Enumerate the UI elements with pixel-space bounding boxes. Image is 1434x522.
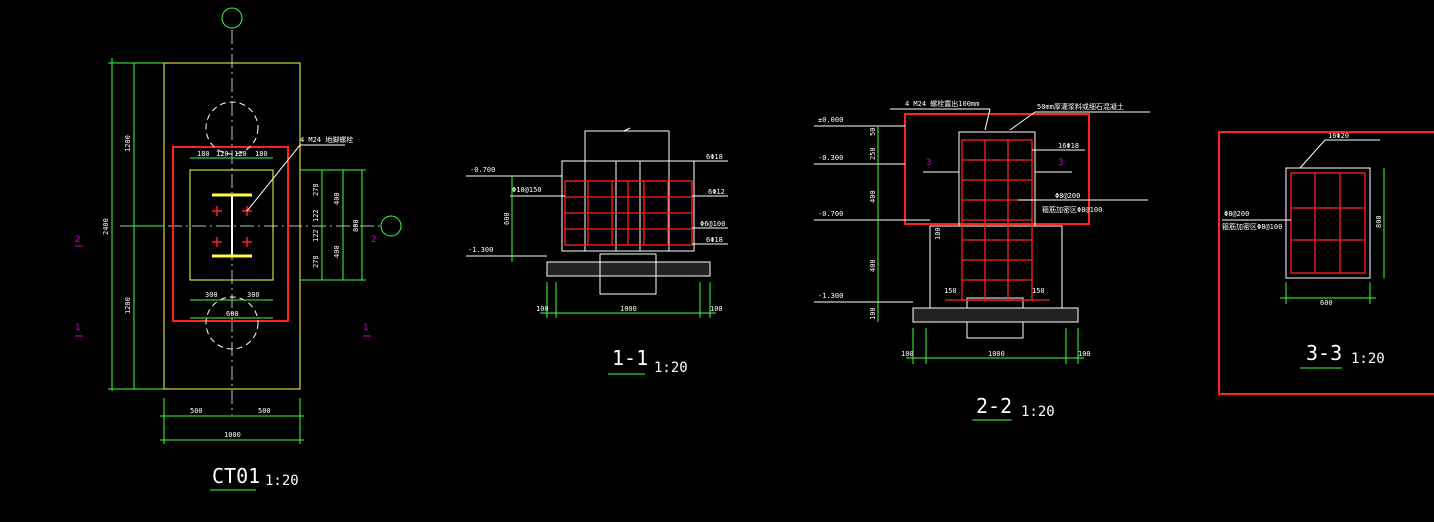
base-plate [189, 169, 274, 281]
section-1-1-title: 1-1 [612, 346, 648, 370]
level-b: -1.300 [468, 246, 493, 254]
level-b: -0.300 [818, 154, 843, 162]
dim-top-a: 180 [197, 150, 210, 158]
dim-right-g: 800 [352, 219, 360, 232]
bolt-note-leader [246, 144, 345, 212]
dim-lower: 1200 [124, 297, 132, 314]
dim-top-b: 120 [216, 150, 229, 158]
rebar-left-note: 箍筋加密区Φ8@100 [1222, 222, 1282, 231]
rebar-stirrup: Φ8@200 [1055, 192, 1080, 200]
dim-bottom-left: 500 [190, 407, 203, 415]
dim-f: 100 [934, 227, 942, 240]
grid-bubble-top [221, 7, 243, 29]
dim-inner-left: 300 [205, 291, 218, 299]
section-mark-1-right: 1 [363, 323, 368, 333]
dim-right-c: 122 [312, 229, 320, 242]
rebar-3: Φ6@100 [700, 220, 725, 228]
grid-bubble-right [380, 215, 402, 237]
ct01-plan: 4 M24 地脚螺栓 2400 1200 1200 2 2 1 1 180 12… [75, 7, 402, 491]
section-3-3-frame [1218, 131, 1434, 395]
note-bolt: 4 M24 螺栓露出100mm [905, 99, 979, 108]
rebar-4: 6Φ18 [706, 236, 723, 244]
bolt-note: 4 M24 地脚螺栓 [300, 135, 353, 144]
section-3-3-scale: 1:20 [1351, 351, 1385, 367]
dim-150-right: 150 [1032, 287, 1045, 295]
dim-right-f: 400 [333, 245, 341, 258]
dim-mid: 1000 [620, 305, 637, 313]
dim-mid: 1000 [988, 350, 1005, 358]
dim-bottom-total: 1000 [224, 431, 241, 439]
rebar-left: Φ8@200 [1224, 210, 1249, 218]
pedestal-outline [172, 146, 289, 322]
level-d: -1.300 [818, 292, 843, 300]
rebar-1: 6Φ18 [706, 153, 723, 161]
dim-top-c: 120 [234, 150, 247, 158]
section-3-3-title: 3-3 [1306, 341, 1342, 365]
mark-3-left: 3 [926, 158, 931, 168]
dim-e: 100 [869, 307, 877, 320]
detail-box-3 [904, 113, 1090, 225]
section-1-1: -0.700 -1.300 Φ10@150 6Φ18 6Φ12 Φ6@100 6… [466, 127, 728, 376]
dim-height: 600 [503, 212, 511, 225]
dim-total-height: 2400 [102, 218, 110, 235]
dim-left: 100 [901, 350, 914, 358]
dim-right-e: 400 [333, 192, 341, 205]
rebar-top: 16Φ20 [1328, 132, 1349, 140]
footing-slab [912, 307, 1079, 323]
ct01-scale: 1:20 [265, 473, 299, 489]
dim-height: 800 [1375, 215, 1383, 228]
dim-inner-right: 300 [247, 291, 260, 299]
section-2-2-scale: 1:20 [1021, 404, 1055, 420]
section-2-2: 3 3 ±0.000 -0.300 -0.700 -1.300 4 M24 螺栓… [814, 99, 1150, 421]
rebar-left-label: Φ10@150 [512, 186, 542, 194]
dim-right: 100 [1078, 350, 1091, 358]
dashed-circle-bottom [205, 296, 259, 350]
mark-3-right: 3 [1058, 158, 1063, 168]
section-mark-2-right: 2 [371, 235, 376, 245]
dim-right-d: 278 [312, 255, 320, 268]
dim-bottom-right: 500 [258, 407, 271, 415]
ct01-title: CT01 [212, 464, 260, 488]
section-1-1-scale: 1:20 [654, 360, 688, 376]
dim-right-b: 122 [312, 209, 320, 222]
dim-right-a: 278 [312, 183, 320, 196]
rebar-top: 16Φ18 [1058, 142, 1079, 150]
section-3-3: 16Φ20 Φ8@200 箍筋加密区Φ8@100 800 600 3-3 1:2… [1218, 131, 1434, 395]
dim-c: 400 [869, 190, 877, 203]
dim-a: 50 [869, 128, 877, 136]
section-2-2-title: 2-2 [976, 394, 1012, 418]
dim-left: 100 [536, 305, 549, 313]
section-mark-1-left: 1 [75, 323, 80, 333]
note-grout: 50mm厚灌浆料或细石混凝土 [1037, 102, 1124, 111]
section-mark-2-left: 2 [75, 235, 80, 245]
level-a: ±0.000 [818, 116, 843, 124]
dim-right: 100 [710, 305, 723, 313]
dim-upper: 1200 [124, 135, 132, 152]
rebar-stirrup-note: 箍筋加密区Φ8@100 [1042, 205, 1102, 214]
level-c: -0.700 [818, 210, 843, 218]
dim-150-left: 150 [944, 287, 957, 295]
dim-inner-total: 600 [226, 310, 239, 318]
rebar-2: 6Φ12 [708, 188, 725, 196]
dim-top-d: 180 [255, 150, 268, 158]
dim-d: 400 [869, 259, 877, 272]
dim-b: 250 [869, 147, 877, 160]
dim-width: 600 [1320, 299, 1333, 307]
level-a: -0.700 [470, 166, 495, 174]
dashed-circle-top [205, 101, 259, 155]
footing-slab [546, 261, 711, 277]
